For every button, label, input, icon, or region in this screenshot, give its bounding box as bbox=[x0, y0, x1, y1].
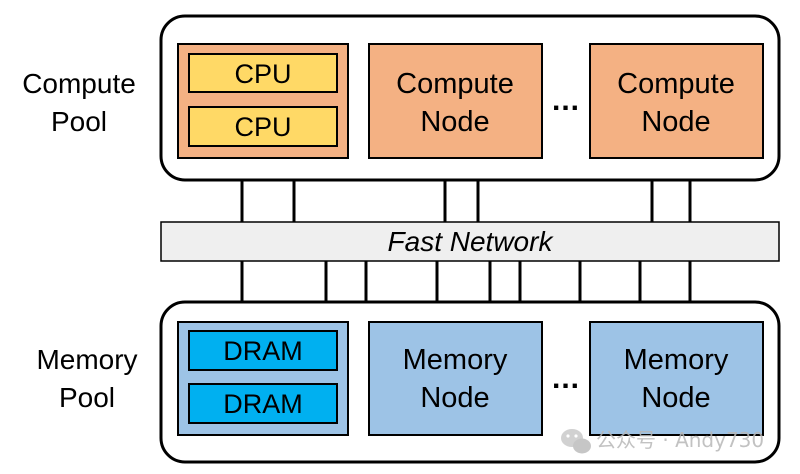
memory-pool-label-line2: Pool bbox=[59, 382, 115, 413]
dram-chip bbox=[188, 330, 338, 371]
memory-ellipsis: ... bbox=[552, 362, 580, 395]
cpu-chip bbox=[188, 106, 338, 147]
watermark: 公众号 · Andy730 bbox=[561, 428, 764, 454]
compute-node-label-line1: Compute bbox=[396, 68, 514, 100]
cpu-chip-label: CPU bbox=[234, 112, 291, 142]
compute-node bbox=[368, 43, 543, 159]
wechat-icon bbox=[561, 429, 591, 454]
watermark-text: 公众号 · Andy730 bbox=[596, 428, 764, 452]
compute-pool: Compute Pool CPU CPU Compute Node ... Co… bbox=[22, 14, 781, 182]
compute-ellipsis: ... bbox=[552, 84, 580, 117]
memory-node-label-line1: Memory bbox=[624, 344, 729, 376]
dram-chip bbox=[188, 383, 338, 424]
memory-pool-label-line1: Memory bbox=[36, 344, 137, 375]
memory-node-label-line2: Node bbox=[641, 382, 710, 414]
memory-node-label-line2: Node bbox=[420, 382, 489, 414]
network-bar bbox=[160, 221, 780, 262]
network-memory-links bbox=[240, 261, 692, 302]
memory-node-label-line1: Memory bbox=[403, 344, 508, 376]
compute-node-label-line2: Node bbox=[420, 106, 489, 138]
memory-node bbox=[368, 321, 543, 436]
compute-pool-label-line1: Compute bbox=[22, 68, 136, 99]
compute-node bbox=[589, 43, 764, 159]
cpu-chip bbox=[188, 53, 338, 93]
cpu-chip-label: CPU bbox=[234, 59, 291, 89]
compute-network-links bbox=[240, 178, 692, 222]
compute-node-label-line1: Compute bbox=[617, 68, 735, 100]
compute-pool-label-line2: Pool bbox=[51, 106, 107, 137]
dram-chip-label: DRAM bbox=[223, 389, 303, 419]
dram-chip-label: DRAM bbox=[223, 336, 303, 366]
memory-node bbox=[589, 321, 764, 436]
memory-pool: Memory Pool DRAM DRAM Memory Node ... Me… bbox=[36, 300, 781, 464]
fast-network: Fast Network bbox=[160, 221, 780, 262]
network-label: Fast Network bbox=[388, 226, 555, 257]
compute-node-label-line2: Node bbox=[641, 106, 710, 138]
